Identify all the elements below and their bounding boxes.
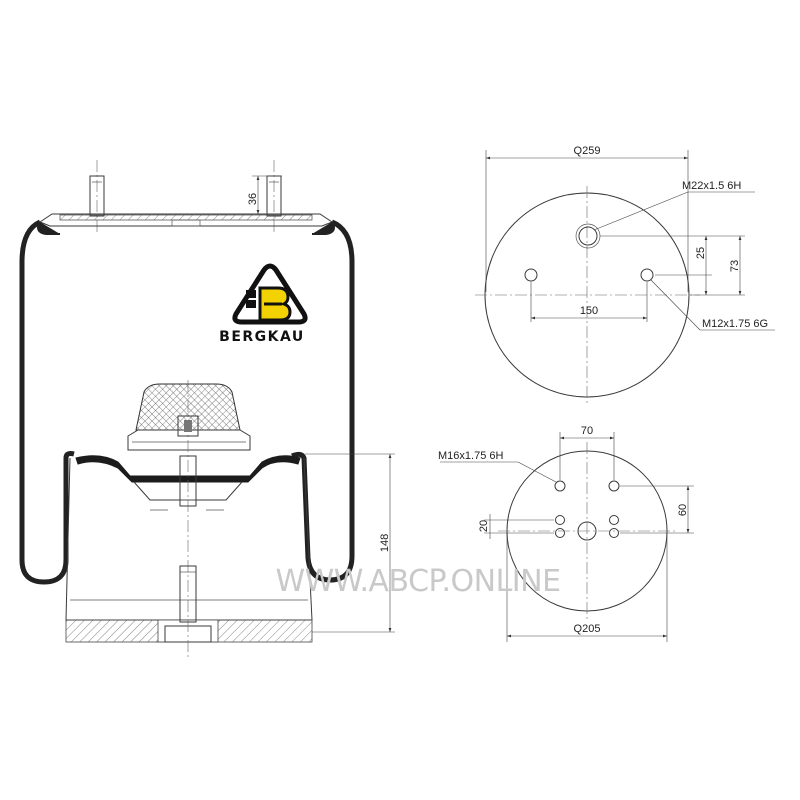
- center-thread-label: M22x1.5 6H: [682, 180, 741, 192]
- stud-height-label: 36: [247, 193, 259, 205]
- thread-hole-tl: [554, 480, 566, 492]
- total-height-label: 148: [379, 534, 391, 552]
- watermark: WWW.ABCP.ONLINE: [275, 564, 560, 599]
- top-diameter-label: Q259: [574, 145, 601, 157]
- small-spacing-label: 20: [478, 520, 490, 532]
- side-hole-right: [640, 268, 654, 282]
- bottom-diameter-label: Q205: [574, 623, 601, 635]
- spacing-label: 150: [580, 305, 598, 317]
- spacing-y-label: 60: [677, 504, 689, 516]
- top-plate: [38, 213, 334, 227]
- brand-name: BERGKAU: [219, 329, 305, 345]
- center-thread-hole: [578, 226, 598, 246]
- top-view: Q259 M22x1.5 6H M12x1.75 6G 150 25 73: [475, 145, 775, 404]
- offset-large-label: 73: [729, 260, 741, 272]
- thread-hole-tr: [608, 480, 620, 492]
- bottom-thread-label: M16x1.75 6H: [438, 450, 503, 462]
- stud-height-dimension: 36: [247, 175, 282, 214]
- total-height-dimension: 148: [305, 453, 395, 633]
- bergkau-logo: BERGKAU: [219, 263, 308, 345]
- offset-small-label: 25: [695, 247, 707, 259]
- bumper-stop: [127, 383, 251, 451]
- center-hole: [577, 521, 597, 541]
- central-bolt: [177, 380, 199, 660]
- piston: [65, 455, 313, 643]
- rubber-bellow: [19, 219, 355, 585]
- bottom-view: 70 M16x1.75 6H 60 20 Q205: [438, 425, 694, 642]
- side-view: 36: [19, 160, 395, 660]
- side-hole-left: [524, 268, 538, 282]
- side-thread-label: M12x1.75 6G: [702, 318, 768, 330]
- spacing-x-label: 70: [581, 425, 593, 437]
